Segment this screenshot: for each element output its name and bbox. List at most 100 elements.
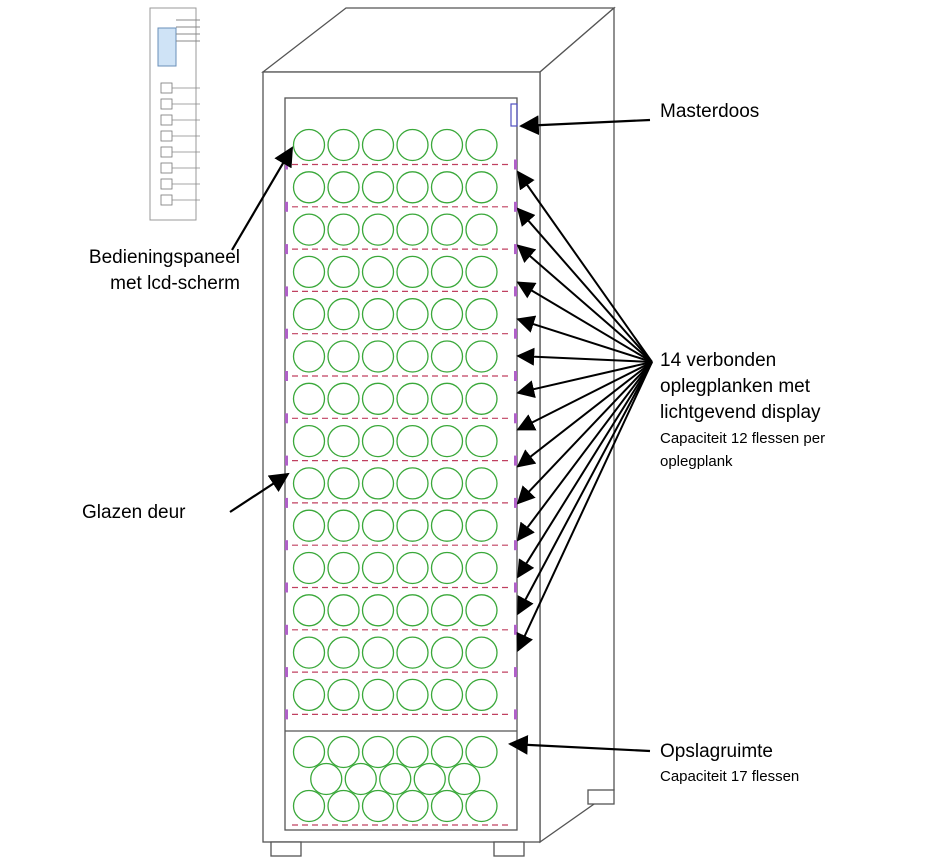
shelf-light-left [285, 624, 288, 635]
shelf-arrow [516, 361, 653, 653]
shelf-light-left [285, 413, 288, 424]
panel-button-icon [160, 146, 173, 158]
bottle [361, 255, 395, 289]
masterdoos-box [510, 103, 518, 127]
label-shelves-line3: lichtgevend display [660, 402, 821, 423]
shelf-arrow [516, 361, 653, 431]
bottle [430, 678, 464, 712]
shelf-light-left [285, 709, 288, 720]
shelf-arrow [516, 315, 653, 363]
bottle [465, 551, 498, 585]
storage-bottle [310, 762, 343, 796]
bottle [361, 298, 395, 331]
shelf-light-left [285, 455, 288, 466]
bottle [292, 467, 326, 500]
cabinet-front [262, 71, 541, 843]
storage-bottle [413, 762, 446, 796]
control-panel-illustration [149, 7, 200, 221]
bottle [430, 424, 464, 458]
bottle [292, 340, 326, 373]
bottle [430, 509, 464, 542]
shelf-light-right [514, 709, 517, 720]
bottle [327, 128, 360, 162]
shelf-arrow [516, 207, 653, 363]
storage-bottle [465, 735, 498, 769]
lcd-screen-icon [157, 27, 177, 67]
arrow-storage [508, 735, 651, 755]
shelf-arrow [516, 244, 653, 363]
bottle [292, 171, 326, 204]
bottle [396, 424, 429, 458]
bottle [292, 678, 326, 712]
bottle [465, 509, 498, 542]
bottle [430, 128, 464, 162]
shelf-arrows [516, 170, 653, 653]
bottle [292, 636, 326, 669]
bottle [292, 213, 326, 246]
bottle [327, 382, 360, 415]
shelf-light-right [514, 540, 517, 551]
bottle [396, 551, 429, 585]
label-storage-line1: Opslagruimte [660, 741, 773, 762]
panel-button-icon [160, 178, 173, 190]
bottle [430, 171, 464, 204]
shelf-light-right [514, 667, 517, 678]
panel-buttons [160, 82, 200, 206]
shelf-arrow [517, 361, 653, 579]
label-storage-line2: Capaciteit 17 flessen [660, 768, 799, 785]
storage-bottle [344, 762, 377, 796]
cabinet [261, 6, 616, 857]
bottle [361, 551, 395, 585]
shelf-light-right [514, 244, 517, 255]
shelf-light-left [285, 582, 288, 593]
label-shelves-line1: 14 verbonden [660, 350, 776, 371]
storage-bottle [361, 789, 395, 823]
storage-bottle [327, 789, 360, 823]
bottle [292, 551, 326, 585]
shelf-arrow [516, 170, 653, 363]
bottle [465, 128, 498, 162]
shelf-light-left [285, 371, 288, 381]
cabinet-foot-back [587, 789, 615, 805]
storage-bottle [292, 789, 326, 823]
bottle [327, 551, 360, 585]
shelf-arrow [516, 361, 653, 542]
bottle [396, 255, 429, 289]
bottle [361, 382, 395, 415]
bottle [327, 255, 360, 289]
bottle [327, 509, 360, 542]
storage-bottle [465, 789, 498, 823]
bottle [465, 467, 498, 500]
bottle [396, 340, 429, 373]
label-control-panel-line1: Bedieningspaneel [89, 247, 240, 268]
bottle [327, 340, 360, 373]
bottle [430, 255, 464, 289]
bottle [465, 594, 498, 627]
shelf-light-left [285, 540, 288, 551]
bottle [430, 382, 464, 415]
bottle [292, 509, 326, 542]
bottle [327, 298, 360, 331]
arrow-masterdoos [519, 115, 651, 136]
cabinet-foot-left [270, 841, 302, 857]
cabinet-side [539, 6, 615, 844]
panel-button-icon [160, 82, 173, 94]
shelf-light-right [514, 201, 517, 212]
bottle [465, 255, 498, 289]
shelf-light-left [285, 328, 288, 339]
bottle [465, 213, 498, 246]
bottle [327, 424, 360, 458]
shelf-arrow [516, 361, 653, 468]
bottle [430, 298, 464, 331]
bottle [430, 213, 464, 246]
bottle [327, 636, 360, 669]
bottle [361, 128, 395, 162]
shelf-light-left [285, 244, 288, 255]
storage-bottle [292, 735, 326, 769]
bottle [465, 678, 498, 712]
bottle [430, 551, 464, 585]
label-shelves-line5: oplegplank [660, 453, 733, 470]
shelf-arrow [517, 361, 653, 616]
shelf-arrow [516, 361, 653, 505]
bottle [327, 213, 360, 246]
